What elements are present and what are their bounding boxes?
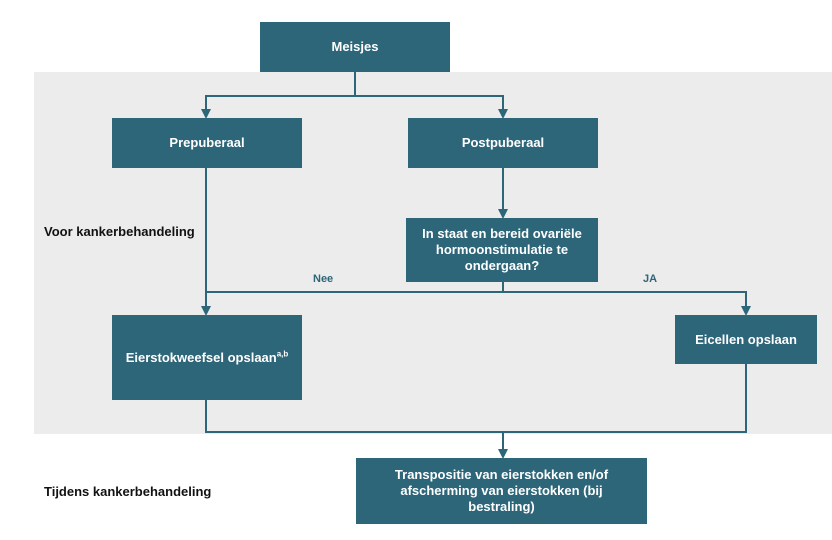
footnote-marker: a,b (276, 349, 289, 359)
node-transpositie: Transpositie van eierstokken en/of afsch… (356, 458, 647, 524)
node-eierstokweefsel-text: Eierstokweefsel opslaan (125, 349, 277, 365)
node-prepuberaal-label: Prepuberaal (169, 135, 245, 150)
node-meisjes: Meisjes (260, 22, 450, 72)
edge-vraag-ja (503, 291, 751, 316)
edge-meisjes-prepuberaal (201, 72, 356, 119)
node-postpuberaal-label: Postpuberaal (461, 135, 545, 150)
node-prepuberaal: Prepuberaal (112, 118, 302, 168)
node-hormoon-vraag: In staat en bereid ovariële hormoonstimu… (406, 218, 598, 282)
node-eicellen-label: Eicellen opslaan (695, 331, 797, 347)
node-hormoon-vraag-label: In staat en bereid ovariële hormoonstimu… (422, 226, 582, 273)
edge-eicellen-merge (503, 364, 747, 433)
node-meisjes-label: Meisjes (331, 39, 379, 54)
node-transpositie-label: Transpositie van eierstokken en/of afsch… (394, 467, 609, 514)
node-eierstokweefsel: Eierstokweefsel opslaana,b (112, 315, 302, 400)
node-eicellen: Eicellen opslaan (675, 315, 817, 364)
edge-label-ja: JA (643, 273, 658, 285)
node-eierstokweefsel-label: Eierstokweefsel opslaana,b (126, 350, 289, 366)
node-postpuberaal: Postpuberaal (408, 118, 598, 168)
edge-meisjes-postpuberaal (355, 95, 508, 119)
edge-vraag-nee (206, 282, 504, 293)
phase-label-tijdens: Tijdens kankerbehandeling (44, 484, 212, 499)
edge-label-nee: Nee (313, 273, 334, 285)
edge-eierstokweefsel-merge (205, 400, 503, 433)
phase-label-voor: Voor kankerbehandeling (44, 224, 195, 239)
